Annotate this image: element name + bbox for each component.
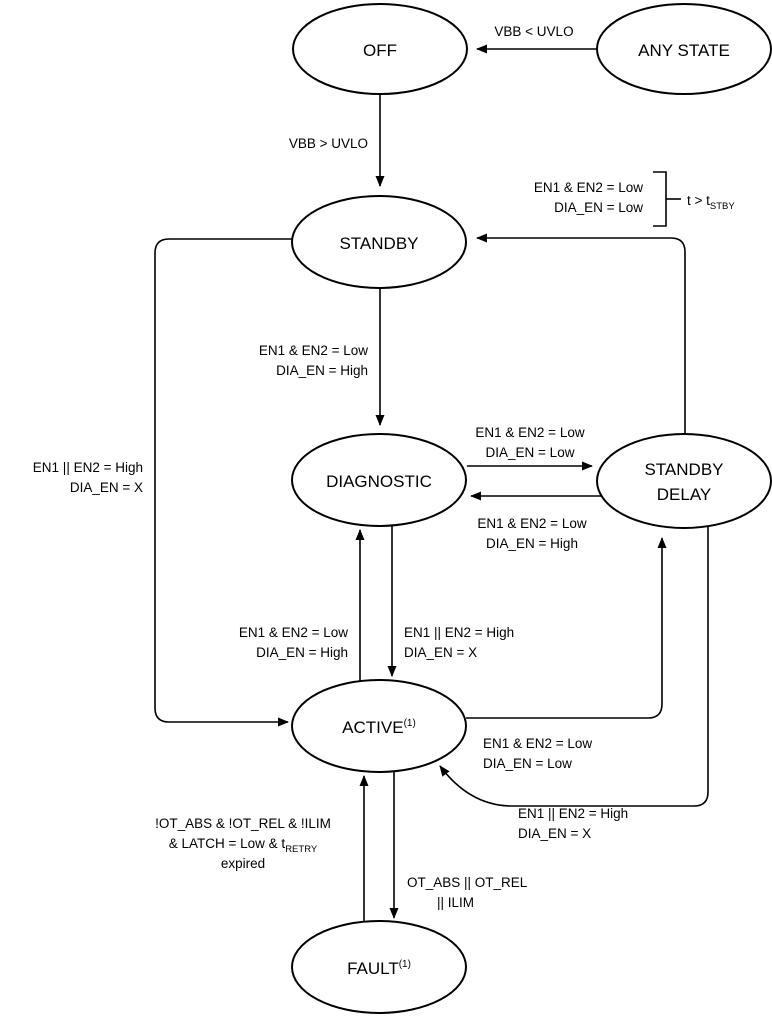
edge-label-standby-to-active-2: DIA_EN = X <box>70 480 143 495</box>
state-label-superscript: (1) <box>399 959 411 970</box>
state-label-diagnostic: DIAGNOSTIC <box>326 472 432 491</box>
transition-standby-to-diagnostic: EN1 & EN2 = Low DIA_EN = High <box>259 288 385 426</box>
edge-label-active-to-standby-delay-2: DIA_EN = Low <box>483 756 572 771</box>
edge-label-off-to-standby: VBB > UVLO <box>289 136 368 151</box>
edge-line <box>476 233 686 434</box>
state-label-superscript: (1) <box>404 718 416 729</box>
edge-label-standby-delay-to-diagnostic-1: EN1 & EN2 = Low <box>477 516 586 531</box>
edge-label-any-to-off: VBB < UVLO <box>494 24 573 39</box>
edge-label-fault-to-active-3: expired <box>221 856 265 871</box>
edge-label-active-to-fault-1: OT_ABS || OT_REL <box>407 875 528 890</box>
transition-active-to-diagnostic: EN1 & EN2 = Low DIA_EN = High <box>239 529 365 686</box>
state-node-fault[interactable]: FAULT(1) <box>291 920 467 1014</box>
edge-line <box>154 238 293 727</box>
edge-condition-t-stby: t > tSTBY <box>687 193 735 212</box>
edge-label-standby-to-active-1: EN1 || EN2 = High <box>33 460 143 475</box>
transition-standby-delay-to-standby: EN1 & EN2 = Low DIA_EN = Low t > tSTBY <box>476 171 735 434</box>
state-ellipse[interactable] <box>291 433 467 527</box>
edge-label-active-to-fault-2: || ILIM <box>437 895 474 910</box>
transition-active-to-standby-delay: EN1 & EN2 = Low DIA_EN = Low <box>466 537 667 771</box>
state-node-diagnostic[interactable]: DIAGNOSTIC <box>291 433 467 527</box>
transition-standby-delay-to-diagnostic: EN1 & EN2 = Low DIA_EN = High <box>470 491 601 551</box>
state-label-off: OFF <box>363 41 397 60</box>
edge-label-active-to-standby-delay-1: EN1 & EN2 = Low <box>483 736 592 751</box>
edge-label-diagnostic-to-active-1: EN1 || EN2 = High <box>404 625 514 640</box>
state-ellipse[interactable] <box>291 920 467 1014</box>
state-ellipse[interactable] <box>291 195 467 289</box>
edge-label-active-to-diagnostic-1: EN1 & EN2 = Low <box>239 625 348 640</box>
transition-off-to-standby: VBB > UVLO <box>289 94 385 187</box>
label-base: & LATCH = Low & t <box>169 836 286 851</box>
state-label-standby-delay-line2: DELAY <box>657 485 712 504</box>
state-label-text: ACTIVE <box>342 718 403 737</box>
edge-label-standby-to-diagnostic-2: DIA_EN = High <box>276 363 368 378</box>
edge-label-diagnostic-to-standby-delay-1: EN1 & EN2 = Low <box>475 425 584 440</box>
label-subscript: RETRY <box>285 844 318 855</box>
edge-label-standby-delay-to-active-1: EN1 || EN2 = High <box>518 806 628 821</box>
edge-label-standby-to-diagnostic-1: EN1 & EN2 = Low <box>259 343 368 358</box>
state-ellipse[interactable] <box>292 3 468 95</box>
edge-label-fault-to-active-2: & LATCH = Low & tRETRY <box>169 836 318 855</box>
state-label-fault: FAULT(1) <box>347 959 411 978</box>
transition-active-to-fault: OT_ABS || OT_REL || ILIM <box>389 770 528 919</box>
state-label-text: FAULT <box>347 959 399 978</box>
transition-diagnostic-to-active: EN1 || EN2 = High DIA_EN = X <box>387 522 514 677</box>
transition-fault-to-active: !OT_ABS & !OT_REL & !ILIM & LATCH = Low … <box>155 775 369 928</box>
edge-line <box>439 524 709 807</box>
state-label-active: ACTIVE(1) <box>342 718 416 737</box>
transition-standby-delay-to-active: EN1 || EN2 = High DIA_EN = X <box>439 524 709 841</box>
state-node-any-state[interactable]: ANY STATE <box>596 3 772 95</box>
edge-label-standby-delay-to-standby-1: EN1 & EN2 = Low <box>534 180 643 195</box>
state-ellipse[interactable] <box>596 433 772 529</box>
state-label-standby-delay-line1: STANDBY <box>644 460 723 479</box>
edge-label-diagnostic-to-active-2: DIA_EN = X <box>404 645 477 660</box>
edge-label-standby-delay-to-diagnostic-2: DIA_EN = High <box>486 536 578 551</box>
transition-standby-to-active: EN1 || EN2 = High DIA_EN = X <box>33 238 293 727</box>
condition-subscript: STBY <box>710 201 735 212</box>
state-node-standby[interactable]: STANDBY <box>291 195 467 289</box>
condition-base: t > t <box>687 193 710 208</box>
state-node-active[interactable]: ACTIVE(1) <box>291 679 467 773</box>
transition-diagnostic-to-standby-delay: EN1 & EN2 = Low DIA_EN = Low <box>467 425 593 471</box>
state-ellipse[interactable] <box>596 3 772 95</box>
edge-line <box>466 537 667 719</box>
state-node-standby-delay[interactable]: STANDBY DELAY <box>596 433 772 529</box>
edge-label-standby-delay-to-active-2: DIA_EN = X <box>518 826 591 841</box>
edge-label-active-to-diagnostic-2: DIA_EN = High <box>256 645 348 660</box>
edge-label-standby-delay-to-standby-2: DIA_EN = Low <box>554 200 643 215</box>
state-ellipse[interactable] <box>291 679 467 773</box>
state-label-standby: STANDBY <box>339 234 418 253</box>
edge-label-diagnostic-to-standby-delay-2: DIA_EN = Low <box>486 445 575 460</box>
edge-label-fault-to-active-1: !OT_ABS & !OT_REL & !ILIM <box>155 816 331 831</box>
transition-any-state-to-off: VBB < UVLO <box>476 24 597 54</box>
state-label-any-state: ANY STATE <box>638 41 730 60</box>
state-node-off[interactable]: OFF <box>292 3 468 95</box>
